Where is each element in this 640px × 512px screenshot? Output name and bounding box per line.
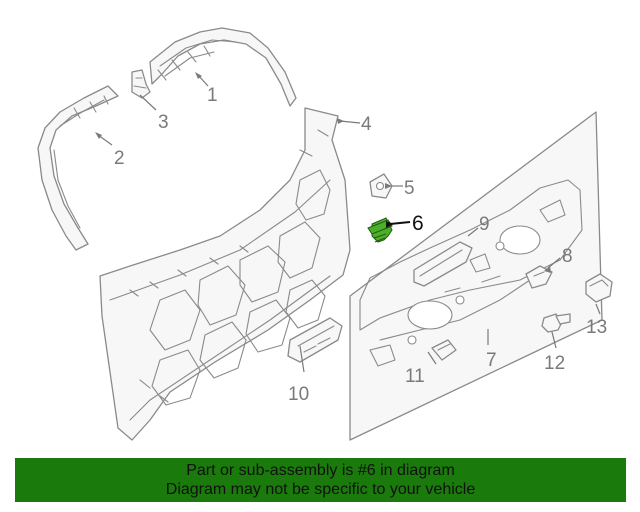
callout-12: 12 [544,353,565,374]
info-banner: Part or sub-assembly is #6 in diagram Di… [15,458,626,502]
callout-13: 13 [586,317,607,338]
part-4-liftgate-panel[interactable] [99,107,351,441]
part-6-fastener-highlighted[interactable] [367,217,393,243]
callout-7: 7 [486,350,497,371]
part-8-clip[interactable] [525,265,553,289]
part-7-lower-trim-panel[interactable] [349,111,603,441]
part-2-side-trim[interactable] [37,85,119,251]
part-12-bolt[interactable] [541,313,571,333]
callout-4: 4 [361,114,372,135]
part-9-bracket[interactable] [413,241,473,287]
banner-line-disclaimer: Diagram may not be specific to your vehi… [165,481,476,498]
part-5-clip-nut[interactable] [369,173,393,199]
callout-8: 8 [562,246,573,267]
callout-10: 10 [288,384,309,405]
part-3-clip[interactable] [131,69,151,99]
part-1-upper-trim[interactable] [149,27,297,107]
callout-3: 3 [158,112,169,133]
banner-line-part-number: Part or sub-assembly is #6 in diagram [186,462,455,479]
part-10-switch-bracket[interactable] [287,317,343,363]
leader-lines [95,72,601,373]
callout-6: 6 [412,212,424,235]
callout-11: 11 [405,366,425,387]
part-13-cap[interactable] [585,273,613,303]
part-11-switch[interactable] [431,339,457,361]
callout-1: 1 [207,85,218,106]
callout-2: 2 [114,148,125,169]
callout-9: 9 [479,214,490,235]
callout-5: 5 [404,178,415,199]
